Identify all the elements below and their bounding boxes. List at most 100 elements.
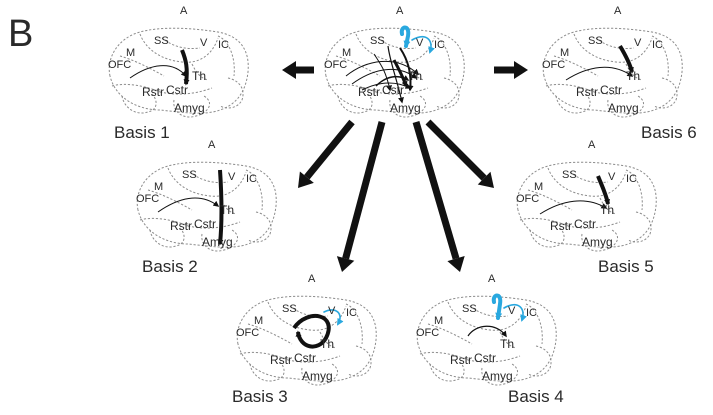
region-label-ofc: OFC: [236, 327, 259, 339]
region-label-ss: SS: [154, 35, 169, 47]
region-label-ss: SS: [182, 169, 197, 181]
region-label-m: M: [154, 181, 163, 193]
brain-outline: [345, 303, 363, 345]
region-label-a: A: [308, 273, 316, 285]
pathway-arrow: [596, 175, 611, 206]
region-label-ic: IC: [626, 173, 637, 185]
region-label-a: A: [614, 5, 622, 17]
brain-outline: [389, 95, 427, 118]
region-label-amyg: Amyg: [608, 101, 639, 115]
pathway-arrow: [157, 197, 220, 213]
brain-outline: [555, 93, 591, 114]
region-label-cstr: Cstr: [166, 83, 188, 97]
region-label-v: V: [328, 305, 336, 317]
region-label-a: A: [180, 5, 188, 17]
brain-outline: [433, 35, 451, 77]
brain-outline: [335, 55, 381, 77]
region-label-v: V: [228, 171, 236, 183]
brain-outline: [427, 323, 473, 345]
brain-outline: [625, 169, 643, 211]
brain-outline: [347, 345, 372, 377]
pathway-arrow: [361, 82, 412, 91]
transition-arrow-head: [282, 61, 296, 79]
region-label-ic: IC: [346, 307, 357, 319]
region-label-v: V: [200, 37, 208, 49]
panel-label: B: [8, 13, 33, 55]
brain-outline: [469, 305, 509, 317]
caption-basis-2: Basis 2: [142, 257, 198, 276]
brain-outline: [249, 361, 285, 382]
brain-outline: [429, 361, 465, 382]
brain-outline: [161, 37, 201, 49]
highlight-pathway: [323, 309, 344, 326]
brain-outline: [529, 227, 565, 248]
highlight-pathway: [399, 25, 411, 48]
pathway-arrow: [217, 169, 224, 246]
brain-outline: [573, 33, 653, 63]
region-label-rstr: Rstr: [142, 85, 164, 99]
transition-arrow-head: [447, 256, 465, 272]
region-label-v: V: [634, 37, 642, 49]
region-label-cstr: Cstr: [294, 351, 316, 365]
brain-outline: [245, 169, 263, 211]
region-label-th: Th: [192, 69, 206, 83]
caption-basis-5: Basis 5: [598, 257, 654, 276]
region-label-ofc: OFC: [324, 59, 347, 71]
brain-outline: [481, 363, 519, 386]
region-label-rstr: Rstr: [358, 85, 380, 99]
brain-outline: [159, 87, 213, 95]
brain-outline: [653, 77, 678, 109]
highlight-pathway: [411, 36, 435, 54]
region-label-a: A: [588, 139, 596, 151]
pathway-arrow: [387, 45, 404, 104]
brain-outline: [219, 77, 244, 109]
caption-basis-3: Basis 3: [232, 387, 288, 406]
region-label-amyg: Amyg: [202, 235, 233, 249]
region-label-ss: SS: [282, 303, 297, 315]
region-label-th: Th: [220, 203, 234, 217]
brain-outline: [139, 33, 219, 63]
pathway-arrow: [392, 59, 408, 88]
region-label-cstr: Cstr: [474, 351, 496, 365]
brain-outline: [301, 363, 339, 386]
region-label-v: V: [508, 305, 516, 317]
region-label-rstr: Rstr: [576, 85, 598, 99]
brain-outline: [167, 167, 247, 197]
brain-outline: [377, 37, 417, 49]
brain-outline: [595, 37, 635, 49]
brain-outline: [201, 229, 239, 252]
brain-outline: [607, 95, 645, 118]
region-label-th: Th: [320, 337, 334, 351]
region-label-a: A: [488, 273, 496, 285]
pathway-arrow: [539, 200, 608, 215]
brain-outline: [108, 27, 249, 114]
brain-outline: [525, 303, 543, 345]
brain-outline: [136, 161, 277, 248]
region-label-th: Th: [408, 69, 422, 83]
caption-basis-6: Basis 6: [641, 123, 697, 142]
transition-arrow-head: [336, 256, 355, 272]
region-label-ic: IC: [218, 39, 229, 51]
region-label-rstr: Rstr: [170, 219, 192, 233]
region-label-cstr: Cstr: [574, 217, 596, 231]
region-label-ofc: OFC: [516, 193, 539, 205]
region-label-rstr: Rstr: [550, 219, 572, 233]
brain-outline: [435, 77, 460, 109]
brain-outline: [467, 355, 521, 363]
pathway-arrow: [180, 49, 190, 86]
region-label-a: A: [396, 5, 404, 17]
region-label-ss: SS: [562, 169, 577, 181]
region-label-ofc: OFC: [542, 59, 565, 71]
region-label-th: Th: [600, 203, 614, 217]
brain-outline: [319, 331, 337, 349]
brain-outline: [247, 211, 272, 243]
brain-outline: [416, 295, 557, 382]
brain-outline: [355, 33, 435, 63]
brain-outline: [247, 323, 293, 345]
